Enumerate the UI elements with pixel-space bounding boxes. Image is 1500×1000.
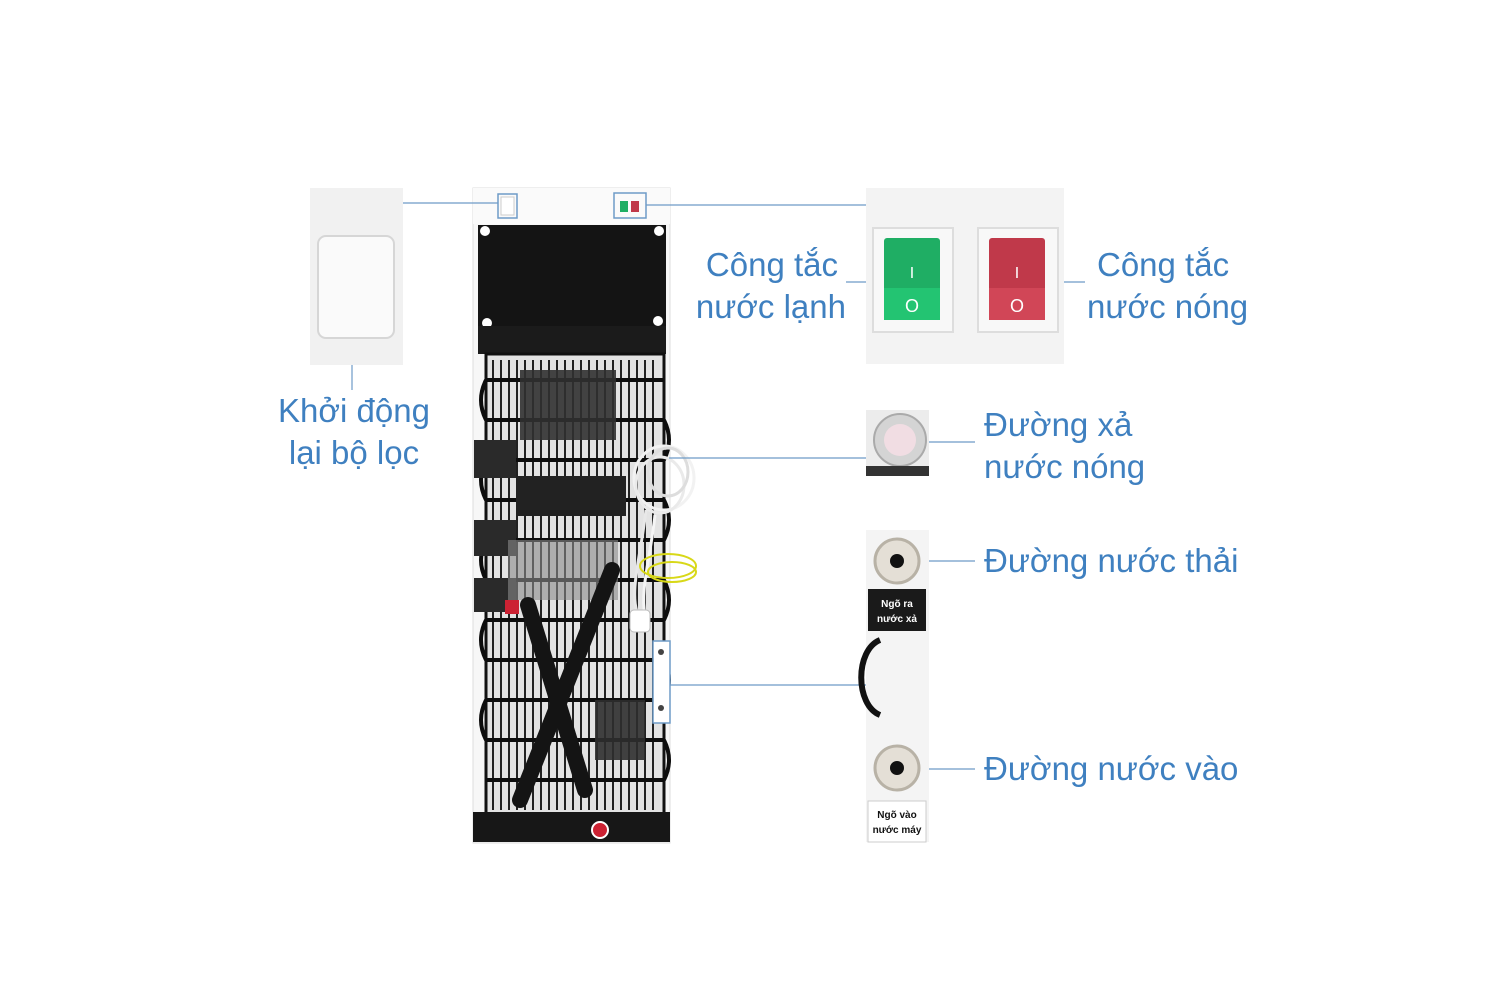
power-cable [632, 444, 696, 616]
cold-switch-on-symbol: I [910, 265, 914, 282]
label-waste-line: Đường nước thải [984, 540, 1238, 582]
label-inlet-line: Đường nước vào [984, 748, 1238, 790]
base [473, 812, 670, 842]
label-cold-switch: Công tắc nước lạnh [660, 244, 846, 328]
reset-button-marker [497, 193, 518, 219]
upper-black-panel [478, 225, 666, 330]
label-hot-switch-line1: Công tắc [1097, 246, 1230, 283]
label-hot-drain-line1: Đường xả [984, 406, 1133, 443]
label-reset-filter-line2: lại bộ lọc [288, 434, 420, 471]
label-hot-switch-line2: nước nóng [1087, 288, 1247, 325]
label-hot-switch: Công tắc nước nóng [1087, 244, 1247, 328]
label-cold-switch-line1: Công tắc [705, 246, 838, 283]
inlet-tag-line1: Ngõ vào [877, 810, 916, 821]
reset-filter-detail [310, 188, 403, 365]
hot-switch-off-symbol: O [1010, 296, 1024, 316]
label-inlet-line-text: Đường nước vào [984, 750, 1239, 787]
ports-detail: Ngõ ra nước xả Ngõ vào nước máy [858, 530, 929, 843]
inlet-tag [867, 800, 927, 843]
hot-switch-on-symbol: I [1015, 265, 1019, 282]
label-reset-filter: Khởi động lại bộ lọc [256, 390, 452, 474]
ports-marker [652, 640, 671, 724]
cold-switch-off-symbol: O [905, 296, 919, 316]
outlet-tag [868, 589, 926, 631]
label-hot-drain-line2: nước nóng [984, 448, 1146, 485]
label-reset-filter-line1: Khởi động [278, 392, 430, 429]
switches-detail: I O I O [866, 188, 1064, 364]
hot-drain-detail [866, 410, 929, 476]
x-brace [512, 562, 620, 808]
outlet-tag-line2: nước xả [877, 614, 917, 625]
outlet-tag-line1: Ngõ ra [881, 599, 913, 610]
label-cold-switch-line2: nước lạnh [695, 288, 846, 325]
inlet-tag-line2: nước máy [873, 825, 922, 836]
label-waste-line-text: Đường nước thải [984, 542, 1239, 579]
label-hot-drain: Đường xả nước nóng [984, 404, 1145, 488]
dispenser-rear-view [472, 187, 697, 844]
